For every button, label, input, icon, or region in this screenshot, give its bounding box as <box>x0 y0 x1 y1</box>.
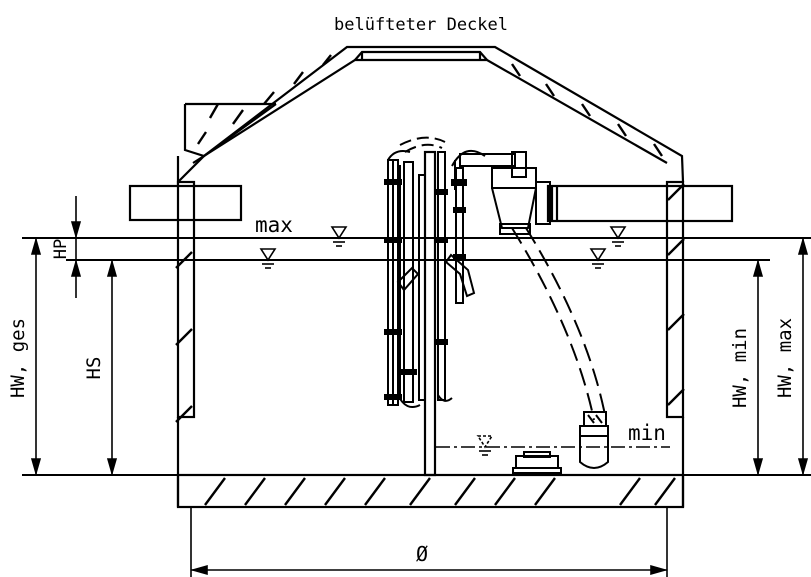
cover-label: belüfteter Deckel <box>334 15 508 35</box>
dimension-hw-min <box>752 259 764 476</box>
pump-base <box>512 451 562 474</box>
hp-label: HP <box>51 239 71 259</box>
inlet-pipe <box>128 184 243 222</box>
min-label: min <box>628 421 666 445</box>
dimension-diameter <box>190 507 668 577</box>
floor-hatch <box>204 477 676 506</box>
hw-max-label: HW, max <box>774 318 796 398</box>
submersible-pump <box>579 411 609 469</box>
hs-label: HS <box>83 357 105 380</box>
wall-hatch <box>175 183 685 423</box>
outlet-pipe <box>546 184 734 223</box>
hw-min-label: HW, min <box>729 328 751 408</box>
diameter-label: Ø <box>416 542 428 566</box>
dimension-hw-max <box>797 237 809 476</box>
hw-ges-label: HW, ges <box>7 318 29 398</box>
tank-walls <box>176 150 685 509</box>
dimension-hw-ges <box>30 237 42 476</box>
cover-hatch <box>197 54 663 157</box>
water-level-symbols <box>259 226 627 456</box>
ventilated-cover <box>176 45 685 185</box>
max-label: max <box>255 213 293 237</box>
dimension-hs <box>106 259 118 476</box>
discharge-pipework <box>451 151 551 235</box>
dimension-hp <box>70 196 82 298</box>
flexible-hose <box>511 227 607 421</box>
